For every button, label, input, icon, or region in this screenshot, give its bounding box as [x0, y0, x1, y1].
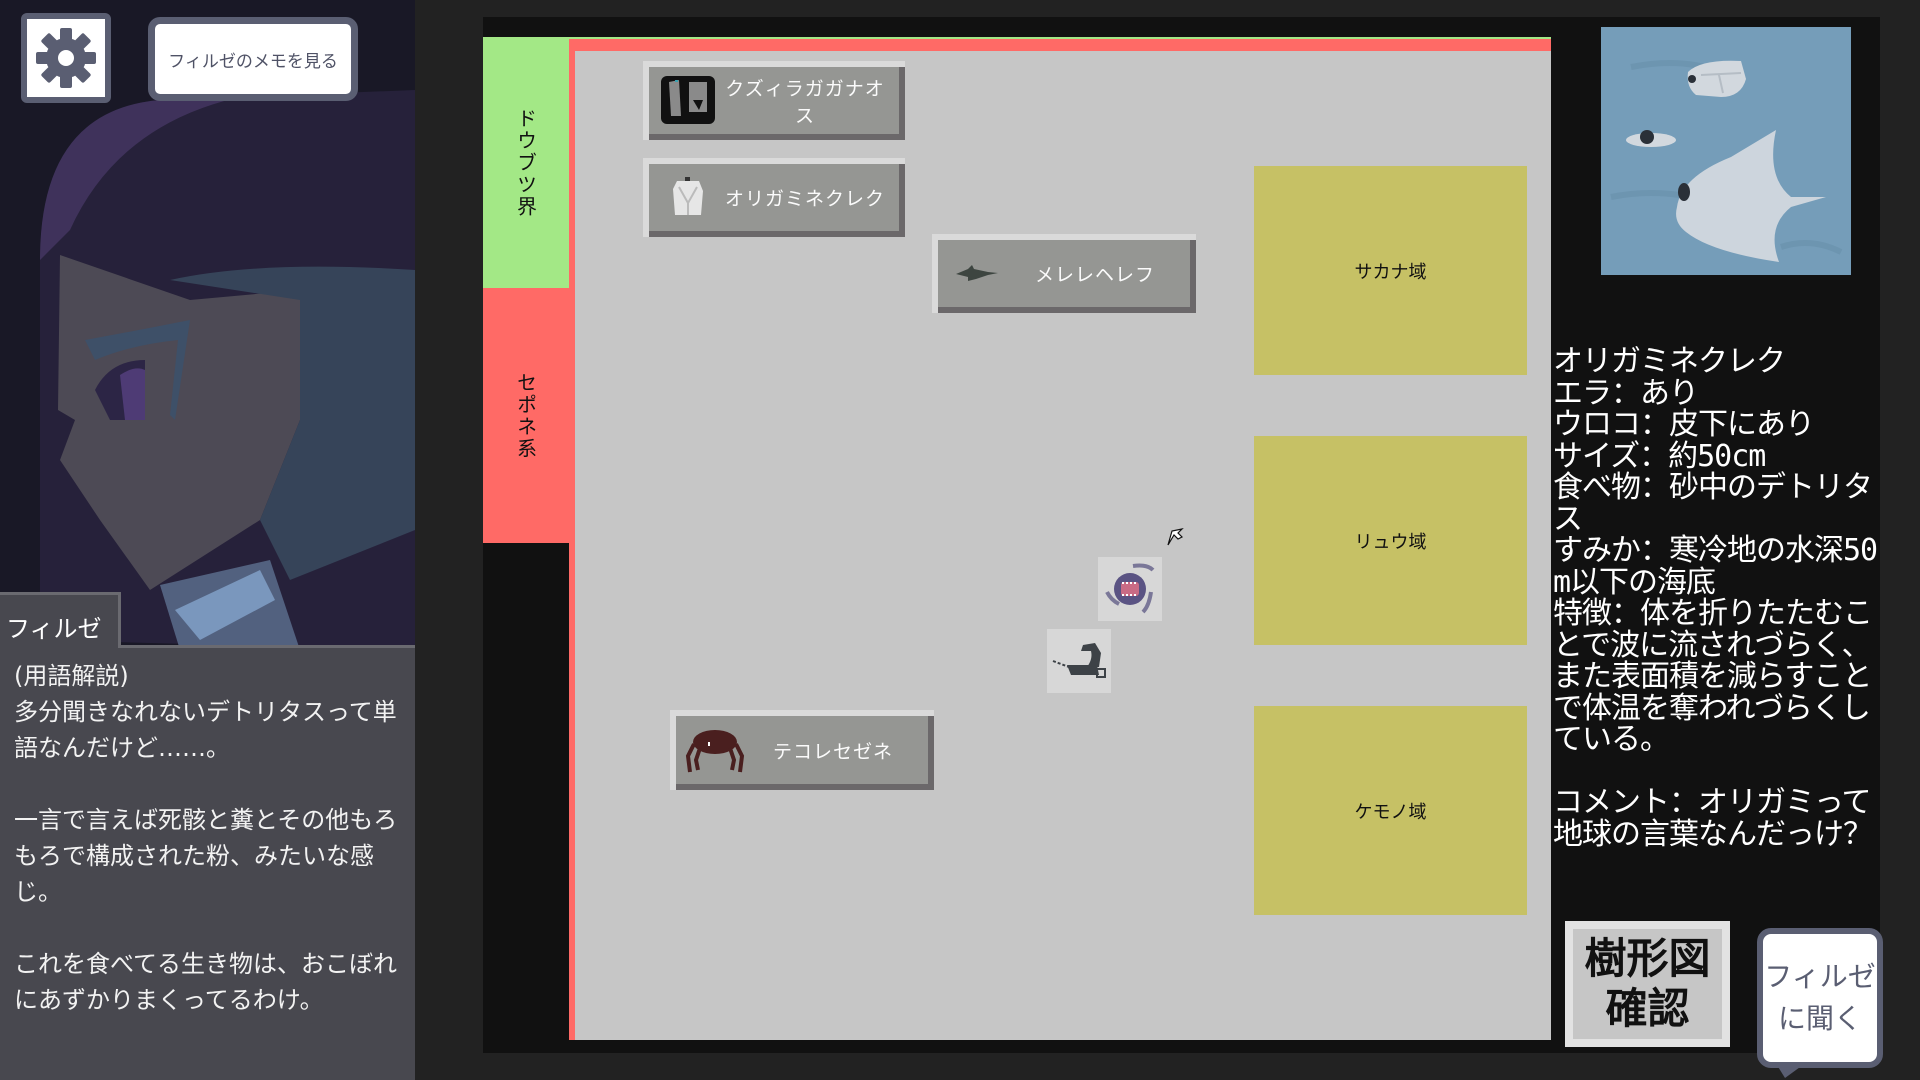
board-top-accent — [569, 37, 1551, 39]
zone-label: サカナ域 — [1354, 261, 1427, 283]
tree-button-line1: 樹形図 — [1584, 934, 1711, 983]
tab-sepone-kei[interactable]: セポネ系 — [483, 288, 569, 543]
gear-icon — [36, 28, 96, 88]
zone-kemono[interactable]: ケモノ域 — [1254, 706, 1527, 915]
creature-button-kuzira[interactable]: クズィラガガナオス — [643, 61, 905, 140]
dialog-box — [0, 645, 415, 1080]
creature-name: オリガミネクレク — [724, 188, 885, 210]
zone-sakana[interactable]: サカナ域 — [1254, 166, 1527, 375]
tab-sepone-kei-label: セポネ系 — [513, 371, 538, 460]
dialog-text: (用語解説) 多分聞きなれないデトリタスって単語なんだけど……。 一言で言えば死… — [14, 662, 398, 1014]
tree-button-line2: 確認 — [1605, 984, 1690, 1033]
tab-doubutsu-kai[interactable]: ドウブツ界 — [483, 37, 569, 288]
view-memo-label: フィルゼのメモを見る — [168, 51, 338, 72]
speech-bubble-tail-icon — [1775, 1062, 1807, 1078]
speaker-name-tab: フィルゼ — [0, 592, 121, 648]
spiral-mouth-creature-icon — [1105, 563, 1155, 614]
ask-filze-button[interactable]: フィルゼ に聞く — [1757, 928, 1883, 1068]
loose-creature-spiral[interactable] — [1098, 557, 1162, 621]
creature-illustration — [1601, 27, 1851, 275]
folded-paper-creature-icon — [657, 167, 719, 229]
small-fish-icon — [946, 243, 1008, 305]
long-neck-creature-icon — [1052, 643, 1106, 678]
character-portrait — [0, 0, 415, 650]
settings-button[interactable] — [21, 13, 111, 103]
creature-info-text: オリガミネクレク エラ：あり ウロコ：皮下にあり サイズ：約50cm 食べ物：砂… — [1553, 344, 1878, 852]
view-memo-button[interactable]: フィルゼのメモを見る — [148, 17, 358, 101]
ask-line2: に聞く — [1777, 1002, 1862, 1035]
zone-label: ケモノ域 — [1354, 801, 1427, 823]
mouse-cursor-icon — [1167, 528, 1184, 546]
creature-button-origami[interactable]: オリガミネクレク — [643, 158, 905, 237]
tab-doubutsu-kai-label: ドウブツ界 — [513, 107, 538, 218]
zone-ryuu[interactable]: リュウ域 — [1254, 436, 1527, 645]
creature-name: クズィラガガナオス — [725, 77, 885, 127]
speaker-name: フィルゼ — [6, 615, 102, 643]
creature-button-mererehere[interactable]: メレレヘレフ — [932, 234, 1196, 313]
classification-board: クズィラガガナオス オリガミネクレク メレレヘレフ — [575, 51, 1551, 1040]
crab-spider-icon — [684, 719, 746, 781]
creature-name: テコレセゼネ — [772, 740, 893, 763]
creature-name: メレレヘレフ — [1034, 264, 1155, 286]
character-panel: フィルゼのメモを見る フィルゼ (用語解説) 多分聞きなれないデトリタスって単語… — [0, 0, 415, 1080]
zone-label: リュウ域 — [1354, 531, 1427, 553]
loose-creature-longneck[interactable] — [1047, 629, 1111, 693]
tree-diagram-button[interactable]: 樹形図 確認 — [1565, 921, 1730, 1047]
ask-line1: フィルゼ — [1764, 960, 1876, 993]
creature-button-tekoresezene[interactable]: テコレセゼネ — [670, 710, 934, 790]
black-creature-icon — [657, 70, 719, 132]
